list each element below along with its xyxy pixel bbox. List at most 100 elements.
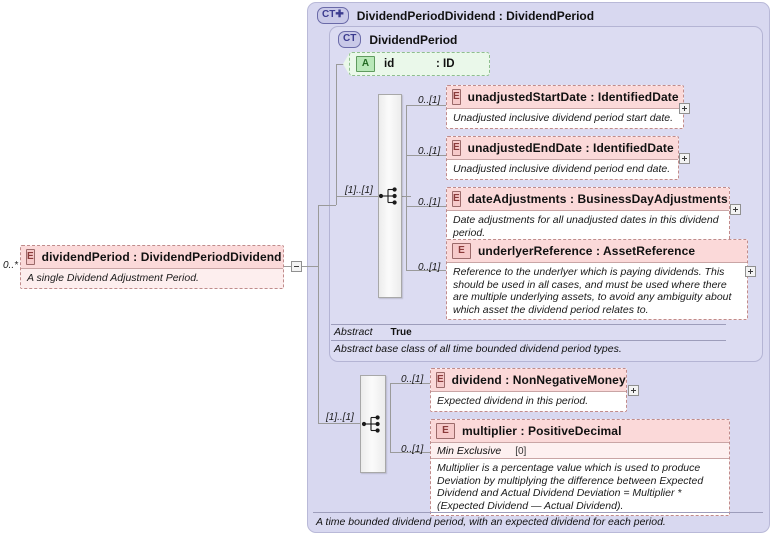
element-documentation: A single Dividend Adjustment Period. <box>27 272 199 284</box>
cardinality-unadjusted-start-date: 0..[1] <box>418 95 441 106</box>
connector-inner-seq-riser <box>336 76 337 205</box>
collapse-icon-root[interactable] <box>291 261 302 272</box>
sequence-compositor-outer[interactable] <box>360 375 386 473</box>
element-title: dateAdjustments : BusinessDayAdjustments <box>467 192 728 206</box>
inner-complex-type-header: CT DividendPeriod <box>338 31 457 48</box>
element-box-unadjusted-start-date[interactable]: E unadjustedStartDate : IdentifiedDate U… <box>446 85 684 129</box>
abstract-row: Abstract True <box>331 325 726 341</box>
element-documentation: Expected dividend in this period. <box>437 395 589 407</box>
element-documentation-panel: Unadjusted inclusive dividend period end… <box>447 159 678 179</box>
element-header: E dividend : NonNegativeMoney <box>431 369 626 391</box>
element-documentation-panel: A single Dividend Adjustment Period. <box>21 268 283 288</box>
element-documentation: Unadjusted inclusive dividend period end… <box>453 163 671 175</box>
expand-icon-dividend[interactable] <box>628 385 639 396</box>
element-title: multiplier : PositiveDecimal <box>462 424 622 438</box>
connector-inner-branch-3 <box>406 206 446 207</box>
element-icon: E <box>452 191 461 207</box>
expand-icon-underlyer-reference[interactable] <box>745 266 756 277</box>
connector-outer-branch-1 <box>390 383 430 384</box>
connector-outer-branch-2 <box>390 452 430 453</box>
connector-collapse-to-outer <box>302 266 318 267</box>
connector-to-attribute-id <box>336 64 344 65</box>
sequence-compositor-inner[interactable] <box>378 94 402 298</box>
element-header: E unadjustedStartDate : IdentifiedDate <box>447 86 683 108</box>
cardinality-multiplier: 0..[1] <box>401 444 424 455</box>
facet-value: [0] <box>515 446 527 457</box>
element-documentation-panel: Date adjustments for all unadjusted date… <box>447 210 729 242</box>
element-title: underlyerReference : AssetReference <box>478 244 696 258</box>
connector-attr-riser <box>336 64 337 78</box>
element-box-multiplier[interactable]: E multiplier : PositiveDecimal Min Exclu… <box>430 419 730 516</box>
element-box-date-adjustments[interactable]: E dateAdjustments : BusinessDayAdjustmen… <box>446 187 730 243</box>
attribute-notch-icon <box>343 52 350 76</box>
connector-inner-fan-trunk <box>406 105 407 270</box>
connector-outer-fan-trunk <box>390 383 391 452</box>
complex-type-icon: CT <box>338 31 362 48</box>
expand-icon-unadjusted-start-date[interactable] <box>679 103 690 114</box>
outer-complex-type-documentation: A time bounded dividend period, with an … <box>316 516 666 528</box>
abstract-value: True <box>390 327 412 338</box>
cardinality-dividend: 0..[1] <box>401 374 424 385</box>
outer-complex-type-title: DividendPeriodDividend : DividendPeriod <box>356 8 595 23</box>
inner-sequence-cardinality: [1]..[1] <box>345 185 373 196</box>
element-box-dividend-period[interactable]: E dividendPeriod : DividendPeriodDividen… <box>20 245 284 289</box>
connector-outer-trunk <box>318 205 319 423</box>
element-header: E underlyerReference : AssetReference <box>447 240 747 262</box>
element-box-dividend[interactable]: E dividend : NonNegativeMoney Expected d… <box>430 368 627 412</box>
element-documentation-panel: Expected dividend in this period. <box>431 391 626 411</box>
outer-complex-type-header: CT✚ DividendPeriodDividend : DividendPer… <box>317 7 594 24</box>
attribute-type: : ID <box>436 58 455 70</box>
element-icon: E <box>452 89 461 105</box>
element-title: unadjustedEndDate : IdentifiedDate <box>467 141 674 155</box>
expand-icon-unadjusted-end-date[interactable] <box>679 153 690 164</box>
element-documentation-panel: Multiplier is a percentage value which i… <box>431 458 729 515</box>
cardinality-unadjusted-end-date: 0..[1] <box>418 146 441 157</box>
root-cardinality: 0..* <box>3 260 19 271</box>
element-title: unadjustedStartDate : IdentifiedDate <box>467 90 679 104</box>
element-icon: E <box>436 423 455 439</box>
cardinality-date-adjustments: 0..[1] <box>418 197 441 208</box>
element-icon: E <box>452 243 471 259</box>
abstract-label: Abstract <box>334 326 373 338</box>
connector-inner-branch-4 <box>406 270 446 271</box>
element-documentation-panel: Reference to the underlyer which is payi… <box>447 262 747 319</box>
abstract-panel: Abstract True Abstract base class of all… <box>331 324 726 359</box>
element-box-underlyer-reference[interactable]: E underlyerReference : AssetReference Re… <box>446 239 748 320</box>
outer-sequence-cardinality: [1]..[1] <box>326 412 354 423</box>
facet-label: Min Exclusive <box>437 445 502 457</box>
sequence-icon <box>378 187 397 205</box>
complex-type-expand-icon[interactable]: CT✚ <box>317 7 349 24</box>
element-header: E unadjustedEndDate : IdentifiedDate <box>447 137 678 159</box>
inner-complex-type-title: DividendPeriod <box>369 32 458 47</box>
connector-trunk-to-outer-sequence <box>318 423 360 424</box>
element-documentation-panel: Unadjusted inclusive dividend period sta… <box>447 108 683 128</box>
element-title: dividend : NonNegativeMoney <box>451 373 626 387</box>
element-documentation: Unadjusted inclusive dividend period sta… <box>453 112 674 124</box>
element-icon: E <box>452 140 461 156</box>
element-icon: E <box>436 372 445 388</box>
connector-inner-branch-1 <box>406 105 446 106</box>
connector-inner-seq-out <box>401 196 411 197</box>
facet-row-min-exclusive: Min Exclusive [0] <box>431 442 729 458</box>
expand-icon-date-adjustments[interactable] <box>730 204 741 215</box>
element-documentation: Multiplier is a percentage value which i… <box>437 462 704 512</box>
element-header: E dividendPeriod : DividendPeriodDividen… <box>21 246 283 268</box>
attribute-icon: A <box>356 56 375 72</box>
element-title: dividendPeriod : DividendPeriodDividend <box>41 250 282 264</box>
element-icon: E <box>26 249 35 265</box>
element-header: E dateAdjustments : BusinessDayAdjustmen… <box>447 188 729 210</box>
sequence-icon <box>361 415 380 433</box>
attribute-box-id[interactable]: A id : ID <box>349 52 490 76</box>
element-box-unadjusted-end-date[interactable]: E unadjustedEndDate : IdentifiedDate Una… <box>446 136 679 180</box>
connector-inner-branch-2 <box>406 155 446 156</box>
element-documentation: Date adjustments for all unadjusted date… <box>453 214 719 239</box>
connector-root-to-collapse <box>284 266 291 267</box>
element-documentation: Reference to the underlyer which is payi… <box>453 266 732 316</box>
cardinality-underlyer-reference: 0..[1] <box>418 262 441 273</box>
connector-riser-to-inner-sequence <box>336 196 378 197</box>
attribute-name: id <box>384 58 395 70</box>
outer-complex-type-documentation-panel: A time bounded dividend period, with an … <box>313 512 763 528</box>
connector-outer-to-inner-sequence <box>318 205 336 206</box>
inner-complex-type-documentation: Abstract base class of all time bounded … <box>334 343 622 355</box>
element-header: E multiplier : PositiveDecimal <box>431 420 729 442</box>
